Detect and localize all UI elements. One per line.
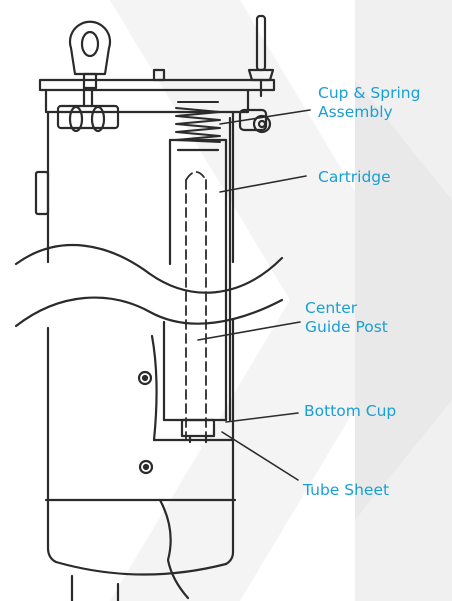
bottom-cup-label-line-1: Bottom Cup bbox=[304, 402, 397, 420]
housing-shell bbox=[34, 110, 237, 600]
spring bbox=[175, 101, 221, 143]
cartridge-label-line-1: Cartridge bbox=[318, 168, 391, 186]
bottom-cup bbox=[180, 418, 216, 444]
outlet-pipe bbox=[70, 574, 120, 601]
center-guide-post bbox=[185, 171, 207, 441]
housing-line-art bbox=[14, 14, 311, 601]
bottom-cup-label: Bottom Cup bbox=[304, 402, 396, 421]
cup-spring-label-line-2: Assembly bbox=[318, 103, 393, 121]
eye-bolt bbox=[68, 20, 112, 90]
center-guide-post-label-line-1: Center bbox=[305, 299, 358, 317]
cup-spring-assembly-label: Cup & Spring Assembly bbox=[318, 84, 420, 122]
top-cover bbox=[38, 68, 276, 114]
cartridge-label: Cartridge bbox=[318, 168, 391, 187]
center-guide-post-label-line-2: Guide Post bbox=[305, 318, 388, 336]
cup-spring-label-line-1: Cup & Spring bbox=[318, 84, 421, 102]
swing-bolt-knob bbox=[238, 108, 272, 134]
swing-bolt-clamp bbox=[56, 86, 120, 133]
center-guide-post-label: Center Guide Post bbox=[305, 299, 388, 337]
break-lines bbox=[14, 244, 284, 328]
tube-sheet-label: Tube Sheet bbox=[303, 481, 389, 500]
shell-bolts bbox=[137, 370, 154, 475]
tube-sheet-label-line-1: Tube Sheet bbox=[303, 481, 390, 499]
leader-lines bbox=[197, 109, 311, 481]
